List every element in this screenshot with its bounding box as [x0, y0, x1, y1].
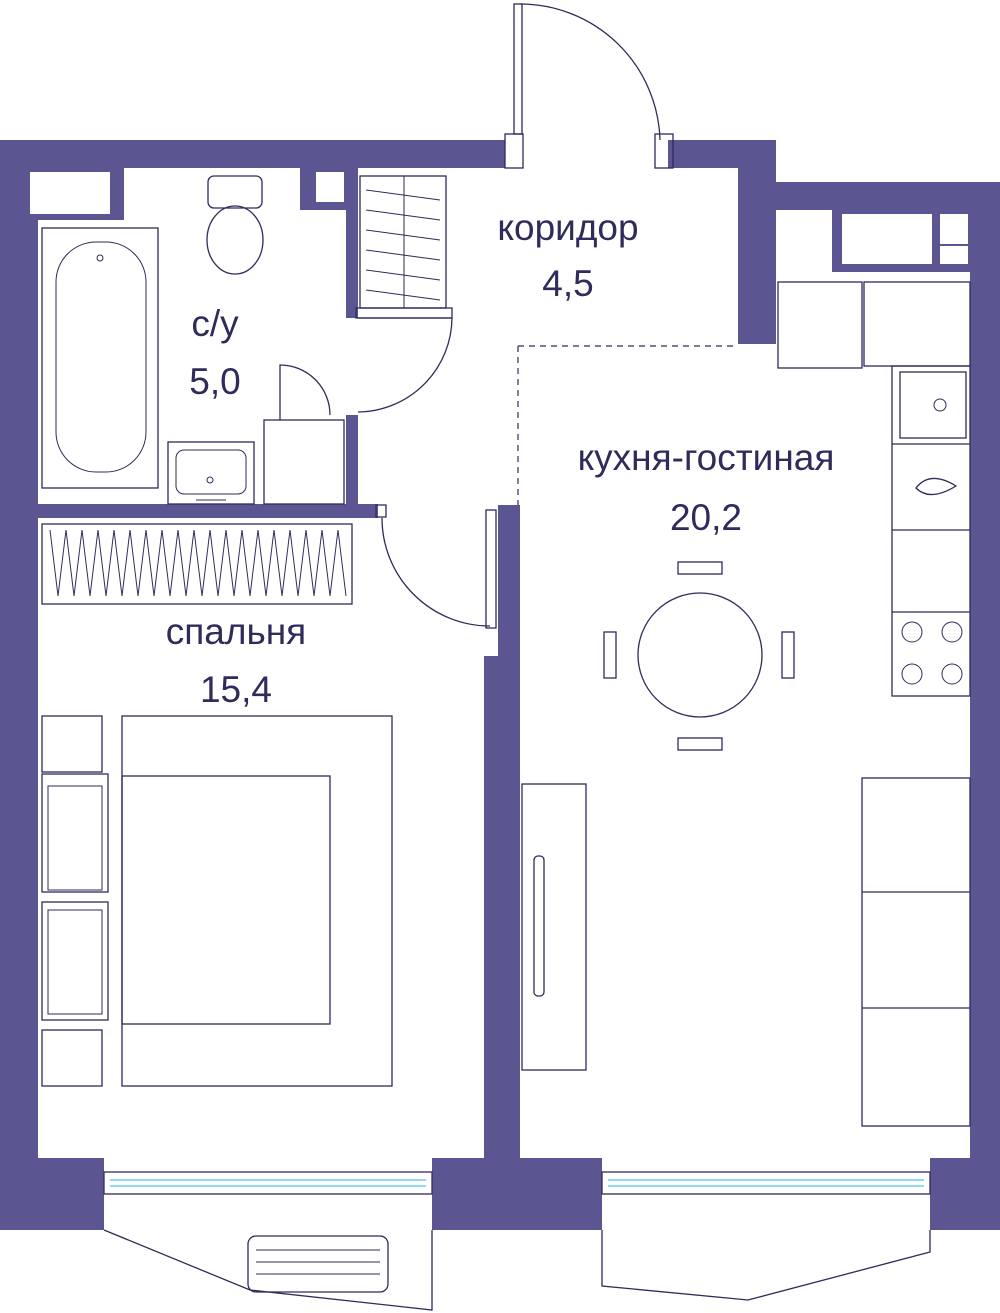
- nightstand-icon: [41, 715, 109, 1087]
- bedroom-wardrobe-icon: [41, 523, 353, 605]
- sink-faucet-icon: [915, 477, 958, 496]
- kitchen-name: кухня-гостиная: [578, 437, 835, 478]
- tv-stand-icon: [521, 783, 587, 1071]
- corridor-area: 4,5: [542, 263, 593, 304]
- bathroom-area: 5,0: [189, 361, 240, 402]
- window-icon: [103, 1171, 931, 1195]
- bathroom-door-icon: [357, 317, 453, 413]
- wardrobe-icon: [355, 175, 453, 319]
- zone-boundary: [517, 345, 738, 505]
- balcony: [103, 1229, 931, 1311]
- radiator-icon: [247, 1235, 389, 1293]
- bedroom-door-icon: [375, 504, 497, 629]
- bathtub-icon: [41, 227, 159, 489]
- kitchen-area: 20,2: [670, 497, 742, 538]
- bedroom-name: спальня: [166, 611, 306, 652]
- walls: [0, 140, 1000, 1230]
- bathroom-name: с/у: [191, 303, 239, 344]
- stove-icon: [901, 621, 963, 685]
- chair-icon: [603, 561, 795, 751]
- bed-icon: [121, 715, 393, 1087]
- bedroom-area: 15,4: [200, 669, 272, 710]
- washing-machine-icon: [263, 364, 345, 505]
- sink-icon: [167, 441, 255, 505]
- room-labels: с/у 5,0 коридор 4,5 спальня 15,4 кухня-г…: [166, 207, 835, 710]
- corridor-name: коридор: [497, 207, 638, 248]
- toilet-icon: [206, 175, 264, 275]
- sofa-icon: [861, 777, 971, 1127]
- fridge-icon: [777, 281, 971, 369]
- entrance-door-icon: [504, 3, 674, 169]
- kitchen-counter-icon: [891, 365, 971, 697]
- dining-table-icon: [637, 592, 763, 718]
